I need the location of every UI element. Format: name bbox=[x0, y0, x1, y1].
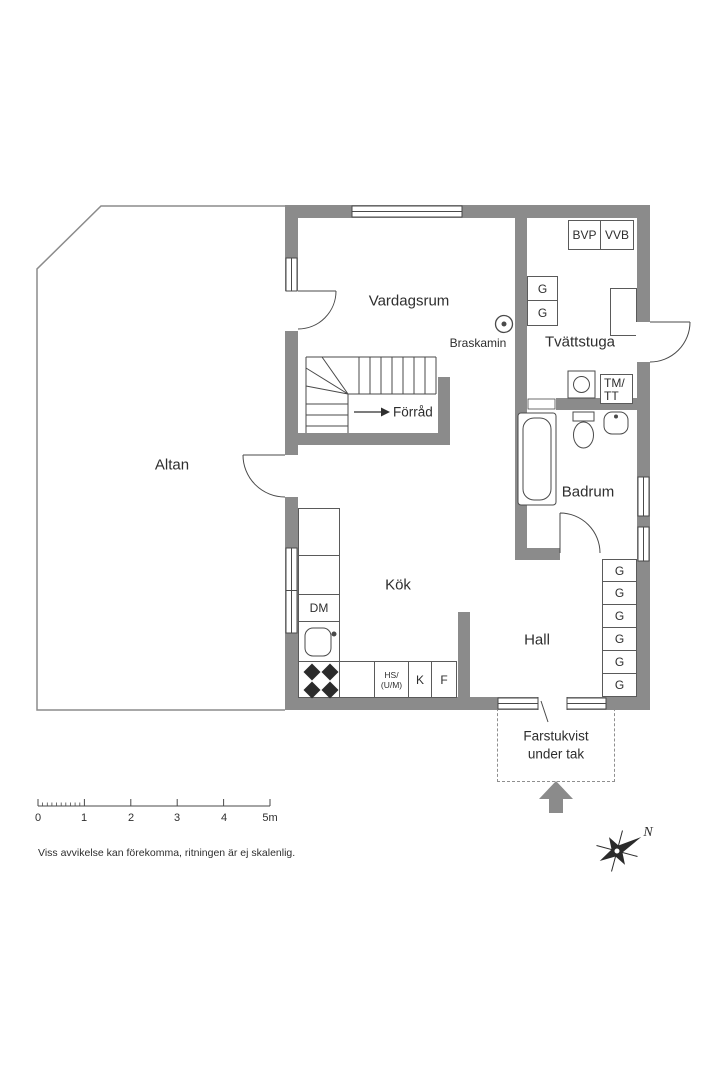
hall-closet-2: G bbox=[602, 581, 637, 605]
bathtub-icon bbox=[517, 412, 557, 506]
scale-label-1: 1 bbox=[80, 812, 88, 824]
disclaimer-text: Viss avvikelse kan förekomma, ritningen … bbox=[38, 847, 296, 859]
laundry-closet-2: G bbox=[527, 300, 558, 326]
altan-outline bbox=[36, 205, 285, 711]
entry-arrow-icon bbox=[539, 781, 573, 813]
closet-label: G bbox=[614, 609, 625, 623]
room-label-forrad: Förråd bbox=[393, 404, 433, 420]
vvb-unit: VVB bbox=[600, 220, 634, 250]
washing-machine-icon bbox=[567, 370, 596, 399]
vvb-label: VVB bbox=[604, 228, 629, 242]
stairs-icon bbox=[305, 356, 437, 433]
scale-label-3: 3 bbox=[173, 812, 181, 824]
window-icons bbox=[285, 205, 650, 710]
fireplace-icon bbox=[494, 314, 514, 334]
scale-bar-icon bbox=[37, 799, 271, 807]
room-label-hall: Hall bbox=[524, 631, 550, 649]
scale-label-2: 2 bbox=[127, 812, 135, 824]
hs-cabinet: HS/ (U/M) bbox=[374, 661, 409, 698]
closet-label: G bbox=[537, 306, 548, 320]
compass-icon bbox=[596, 830, 642, 872]
fireplace-label: Braskamin bbox=[449, 336, 507, 350]
kitchen-sink-icon bbox=[304, 627, 337, 657]
porch-label-line2: under tak bbox=[527, 746, 585, 762]
laundry-closet-1: G bbox=[527, 276, 558, 301]
laundry-bench bbox=[610, 288, 637, 336]
freezer: F bbox=[431, 661, 457, 698]
closet-label: G bbox=[614, 586, 625, 600]
wall-storage-bottom bbox=[298, 433, 450, 445]
wall-storage-right bbox=[438, 377, 450, 445]
washer-dryer-label-box: TM/ TT bbox=[600, 374, 633, 404]
f-label: F bbox=[440, 672, 448, 687]
room-label-kok: Kök bbox=[385, 576, 411, 594]
dishwasher: DM bbox=[298, 594, 340, 622]
hs-label-1: HS/ bbox=[384, 669, 399, 680]
closet-label: G bbox=[614, 655, 625, 669]
room-label-altan: Altan bbox=[154, 456, 190, 474]
hall-closet-6: G bbox=[602, 673, 637, 697]
compass-north-label: N bbox=[643, 825, 653, 840]
storage-direction-arrow bbox=[354, 407, 390, 417]
scale-label-0: 0 bbox=[34, 812, 42, 824]
room-label-vardagsrum: Vardagsrum bbox=[368, 292, 450, 310]
kitchen-counter-2 bbox=[298, 555, 340, 595]
room-label-tvattstuga: Tvättstuga bbox=[544, 333, 616, 351]
hall-closet-5: G bbox=[602, 650, 637, 674]
scale-label-5m: 5m bbox=[262, 812, 278, 824]
stove-icon bbox=[303, 663, 339, 699]
tt-label: TT bbox=[604, 388, 619, 403]
wall-bath-bottom bbox=[515, 548, 560, 560]
bvp-label: BVP bbox=[572, 228, 597, 242]
room-label-badrum: Badrum bbox=[561, 483, 615, 501]
closet-label: G bbox=[537, 281, 548, 296]
tm-label: TM/ bbox=[604, 375, 625, 390]
door-swing-arcs bbox=[242, 290, 691, 554]
toilet-icon bbox=[572, 411, 595, 449]
porch-label-line1: Farstukvist bbox=[523, 728, 589, 744]
washbasin-icon bbox=[603, 411, 629, 435]
k-label: K bbox=[415, 672, 424, 687]
closet-label: G bbox=[614, 563, 625, 578]
dm-label: DM bbox=[309, 601, 329, 615]
kitchen-counter-3 bbox=[339, 661, 375, 698]
door-gaps bbox=[284, 291, 651, 711]
wall-hall-kitchen-stub bbox=[458, 612, 470, 697]
closet-label: G bbox=[614, 678, 625, 692]
hs-label-2: (U/M) bbox=[380, 679, 403, 690]
closet-label: G bbox=[614, 632, 625, 646]
laundry-bath-threshold bbox=[527, 398, 556, 410]
porch-leader-line bbox=[540, 700, 549, 723]
scale-label-4: 4 bbox=[220, 812, 228, 824]
